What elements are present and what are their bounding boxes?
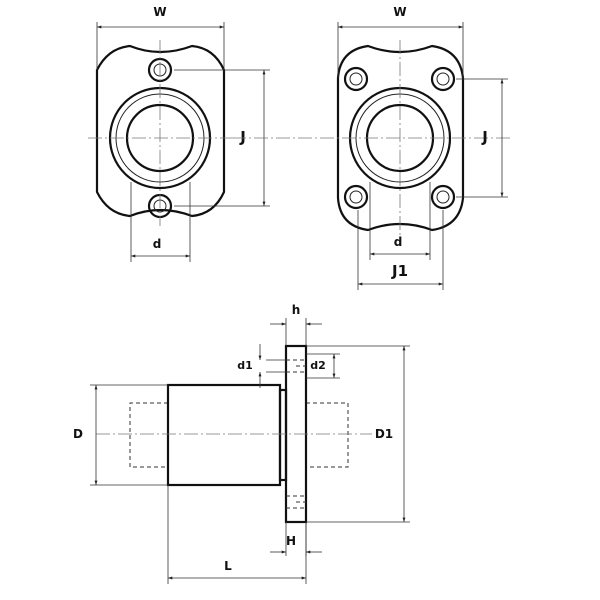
mounting-hole-top-left-inner (349, 72, 363, 86)
H-label: H (286, 534, 296, 548)
two-hole-flange-view: W J d (88, 5, 270, 262)
side-view: h d1 d2 D D1 H L (73, 303, 410, 584)
mounting-hole-bottom-left (343, 184, 369, 210)
D-label: D (73, 427, 83, 441)
mounting-hole-bottom-right-inner (436, 190, 450, 204)
L-label: L (224, 559, 232, 573)
j1-label: J1 (391, 262, 408, 280)
w-label-right: W (393, 5, 406, 19)
shaft-right-dashed (306, 402, 349, 468)
mounting-hole-top-right (430, 66, 456, 92)
mounting-hole-bottom-right (430, 184, 456, 210)
d1-label: d1 (237, 359, 253, 372)
bushing-body (166, 383, 282, 487)
mounting-hole-top-left (343, 66, 369, 92)
four-hole-flange-outline (336, 44, 465, 232)
j-label-left: J (239, 128, 246, 146)
two-hole-flange-outline (95, 44, 226, 218)
j-label-right: J (481, 128, 488, 146)
w-label-left: W (153, 5, 166, 19)
shaft-left-dashed (129, 402, 168, 468)
d-label-left: d (153, 237, 162, 251)
mounting-hole-top-right-inner (436, 72, 450, 86)
h-label: h (292, 303, 301, 317)
mounting-hole-bottom-left-inner (349, 190, 363, 204)
D1-label: D1 (375, 427, 393, 441)
four-hole-flange-view: W J d J1 (232, 5, 510, 290)
d2-label: d2 (310, 359, 326, 372)
d-label-right: d (394, 235, 403, 249)
